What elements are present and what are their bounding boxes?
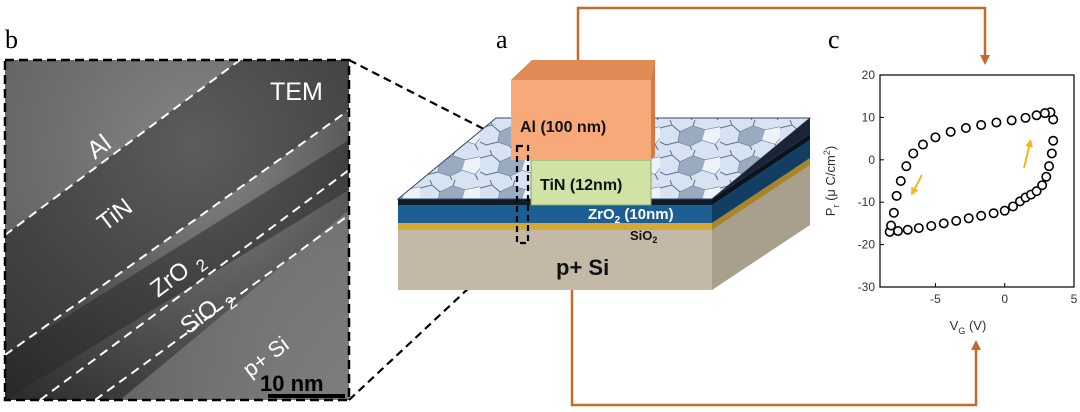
si-front — [398, 230, 712, 290]
data-point — [1031, 110, 1042, 121]
data-point — [1006, 115, 1017, 126]
device-schematic: Al (100 nm) TiN (12nm) ZrO2 (10nm) SiO2 … — [396, 60, 812, 290]
data-point — [917, 139, 928, 150]
y-axis-label-unit: (μ C/cm — [823, 155, 838, 204]
data-point — [951, 215, 962, 226]
x-axis-label-unit: (V) — [965, 318, 986, 333]
data-point — [976, 210, 987, 221]
data-point — [1020, 112, 1031, 123]
data-point — [895, 176, 906, 187]
data-point — [960, 123, 971, 134]
y-axis-label-close: ) — [823, 146, 838, 150]
data-point — [1031, 186, 1042, 197]
tem-interface-line — [5, 60, 241, 236]
bottom-wire — [570, 290, 981, 407]
sio2-label: SiO2 — [630, 228, 657, 245]
zro2-label-main: ZrO — [588, 206, 615, 223]
x-tick-label: -5 — [930, 292, 941, 306]
data-point — [891, 190, 902, 201]
sio2-side — [712, 158, 810, 230]
sio2-label-main: SiO — [630, 228, 652, 243]
panel-label-b: b — [5, 25, 18, 54]
tem-zro2-region — [5, 140, 349, 400]
data-points — [884, 107, 1059, 237]
y-tick-label: 20 — [862, 68, 876, 82]
data-point — [908, 148, 919, 159]
data-point — [886, 220, 897, 231]
tem-frame — [3, 58, 351, 402]
zro2-label-sub: 2 — [615, 215, 621, 226]
data-point — [1037, 180, 1048, 191]
sweep-up-arrow — [1023, 139, 1033, 169]
data-point — [901, 161, 912, 172]
tem-tin-region — [5, 60, 349, 355]
y-tick-label: -20 — [858, 238, 876, 252]
grain-edge-side — [712, 134, 810, 205]
data-point — [999, 205, 1010, 216]
axis-ticks: -5 0 5 -30 -20 -10 0 10 20 — [858, 68, 1078, 306]
data-point — [938, 218, 949, 229]
y-axis-label-sub: r — [831, 205, 841, 208]
data-point — [1008, 201, 1019, 212]
cross-section-box — [515, 144, 530, 245]
data-point — [902, 224, 913, 235]
al-block-side — [651, 60, 655, 160]
y-tick-label: 10 — [862, 110, 876, 124]
x-axis-label-main: V — [950, 318, 959, 333]
grain-top-side — [712, 118, 810, 199]
data-point — [930, 132, 941, 143]
scale-bar-label: 10 nm — [260, 371, 324, 396]
y-tick-label: 0 — [868, 153, 875, 167]
y-axis-label-main: P — [823, 208, 838, 217]
data-point — [1039, 108, 1050, 119]
data-point — [893, 226, 904, 237]
tem-interface-line — [39, 169, 349, 400]
al-block — [511, 80, 651, 160]
pv-loop-chart: -5 0 5 -30 -20 -10 0 10 20 VG (V) Pr (μ C/cm2) — [822, 68, 1078, 336]
panel-label-c: c — [828, 25, 840, 54]
data-point — [926, 220, 937, 231]
data-point — [1046, 148, 1057, 159]
data-point — [963, 213, 974, 224]
panel-label-a: a — [496, 25, 508, 54]
data-point — [991, 117, 1002, 128]
al-block-top — [511, 60, 655, 80]
sweep-down-arrow — [911, 174, 923, 196]
y-tick-label: -10 — [858, 195, 876, 209]
data-point — [1048, 135, 1059, 146]
zro2-label: ZrO2 (10nm) — [588, 206, 674, 226]
plot-frame — [879, 74, 1075, 288]
data-point — [1041, 171, 1052, 182]
data-point — [945, 126, 956, 137]
si-label: p+ Si — [556, 255, 609, 280]
x-axis-label: VG (V) — [950, 318, 987, 336]
al-label: Al (100 nm) — [520, 119, 606, 136]
zro2-front — [398, 205, 712, 223]
tem-interface-line — [94, 214, 349, 400]
si-side — [712, 165, 810, 290]
x-axis-label-sub: G — [958, 326, 965, 336]
y-axis-label: Pr (μ C/cm2) — [822, 146, 841, 216]
y-axis-label-sup: 2 — [822, 150, 832, 155]
data-point — [888, 207, 899, 218]
sio2-label-sub: 2 — [652, 235, 657, 245]
data-point — [913, 223, 924, 234]
data-point — [988, 208, 999, 219]
y-tick-label: -30 — [858, 280, 876, 294]
data-point — [1044, 161, 1055, 172]
sio2-front — [398, 223, 712, 230]
tem-label: TEM — [270, 78, 323, 106]
zro2-label-rest: (10nm) — [620, 206, 673, 223]
tem-panel: TEM Al TiN ZrO 2 SiO 2 p+ Si 10 nm — [3, 58, 351, 402]
x-tick-label: 0 — [1001, 292, 1008, 306]
tem-interface-line — [5, 109, 349, 356]
zro2-side — [712, 140, 810, 223]
tin-label: TiN (12nm) — [540, 177, 622, 194]
x-tick-label: 5 — [1071, 292, 1078, 306]
top-wire — [576, 6, 990, 65]
data-point — [976, 120, 987, 131]
